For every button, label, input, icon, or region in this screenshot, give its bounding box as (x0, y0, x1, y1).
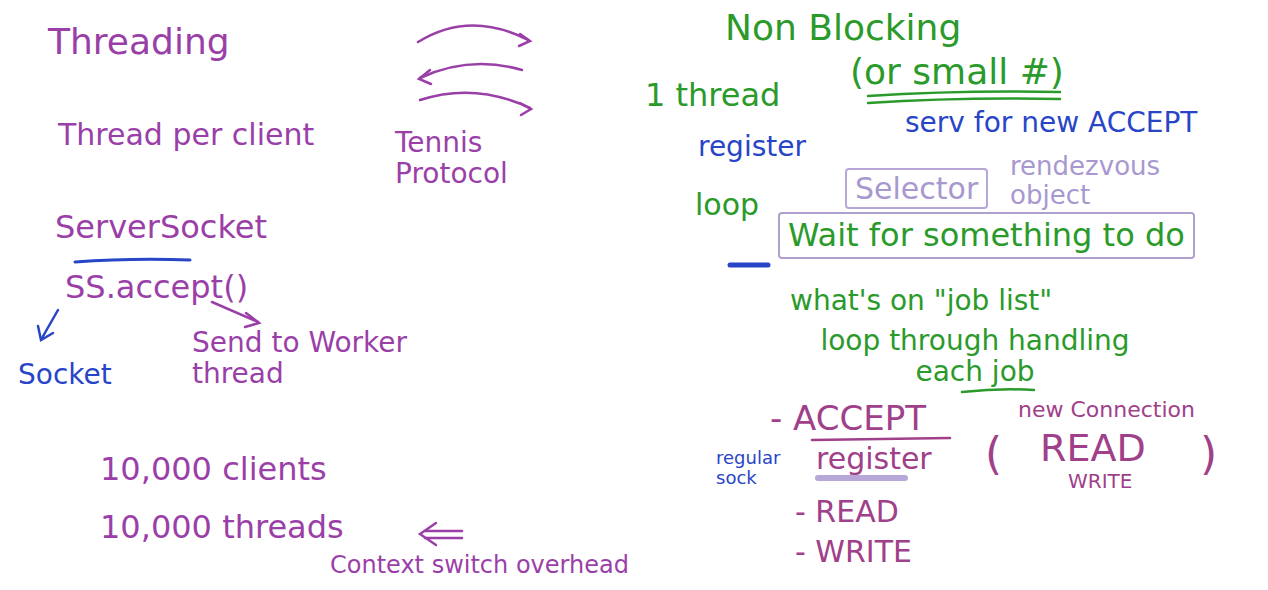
arc-arrow (418, 25, 528, 42)
text-box: Selector (845, 168, 988, 209)
note: 1 thread (645, 78, 780, 113)
arc-arrow (420, 64, 522, 78)
underline (868, 92, 1060, 97)
box-text: Selector (855, 172, 978, 205)
note: register (698, 132, 806, 163)
arrow-head (419, 70, 431, 84)
list-item: - READ (795, 495, 899, 528)
note: loop (695, 188, 759, 221)
underline (868, 99, 1060, 104)
list-item: WRITE (1068, 470, 1132, 492)
underline (962, 389, 1034, 392)
bullet-dash (730, 263, 768, 268)
note: new Connection (1018, 398, 1195, 422)
box-text: Wait for something to do (788, 218, 1185, 253)
underline (818, 475, 905, 481)
class-name: ServerSocket (55, 210, 267, 245)
underline (75, 259, 190, 262)
heading: Non Blocking (725, 8, 961, 48)
note: Send to Worker thread (192, 328, 432, 390)
arrow-head (520, 103, 531, 115)
text-box: Wait for something to do (778, 212, 1195, 259)
note: Context switch overhead (330, 552, 629, 578)
arrow-line (425, 531, 462, 538)
note: serv for new ACCEPT (905, 108, 1197, 139)
note: 10,000 threads (100, 510, 344, 545)
method-call: SS.accept() (65, 270, 248, 305)
list-item: READ (1040, 428, 1146, 470)
underline (812, 438, 950, 440)
bracket: ( (985, 430, 1002, 478)
note: Tennis Protocol (395, 128, 545, 190)
note: (or small #) (850, 52, 1064, 92)
note: rendezvous object (1010, 152, 1200, 209)
arrow-head (245, 313, 259, 327)
note: Thread per client (58, 118, 314, 151)
arrow-head (420, 523, 436, 545)
note: regular sock (716, 448, 796, 488)
note: loop through handling each job (790, 326, 1160, 388)
list-item: - WRITE (795, 535, 912, 568)
list-item: - ACCEPT (770, 400, 926, 437)
note: 10,000 clients (100, 452, 327, 487)
arrow-head (38, 326, 53, 340)
note: Socket (18, 360, 112, 391)
note: what's on "job list" (790, 286, 1052, 317)
arc-arrow (420, 93, 530, 108)
arrow-head (519, 34, 530, 46)
heading: Threading (48, 22, 230, 62)
bracket: ) (1200, 430, 1217, 478)
note: register (816, 442, 932, 475)
